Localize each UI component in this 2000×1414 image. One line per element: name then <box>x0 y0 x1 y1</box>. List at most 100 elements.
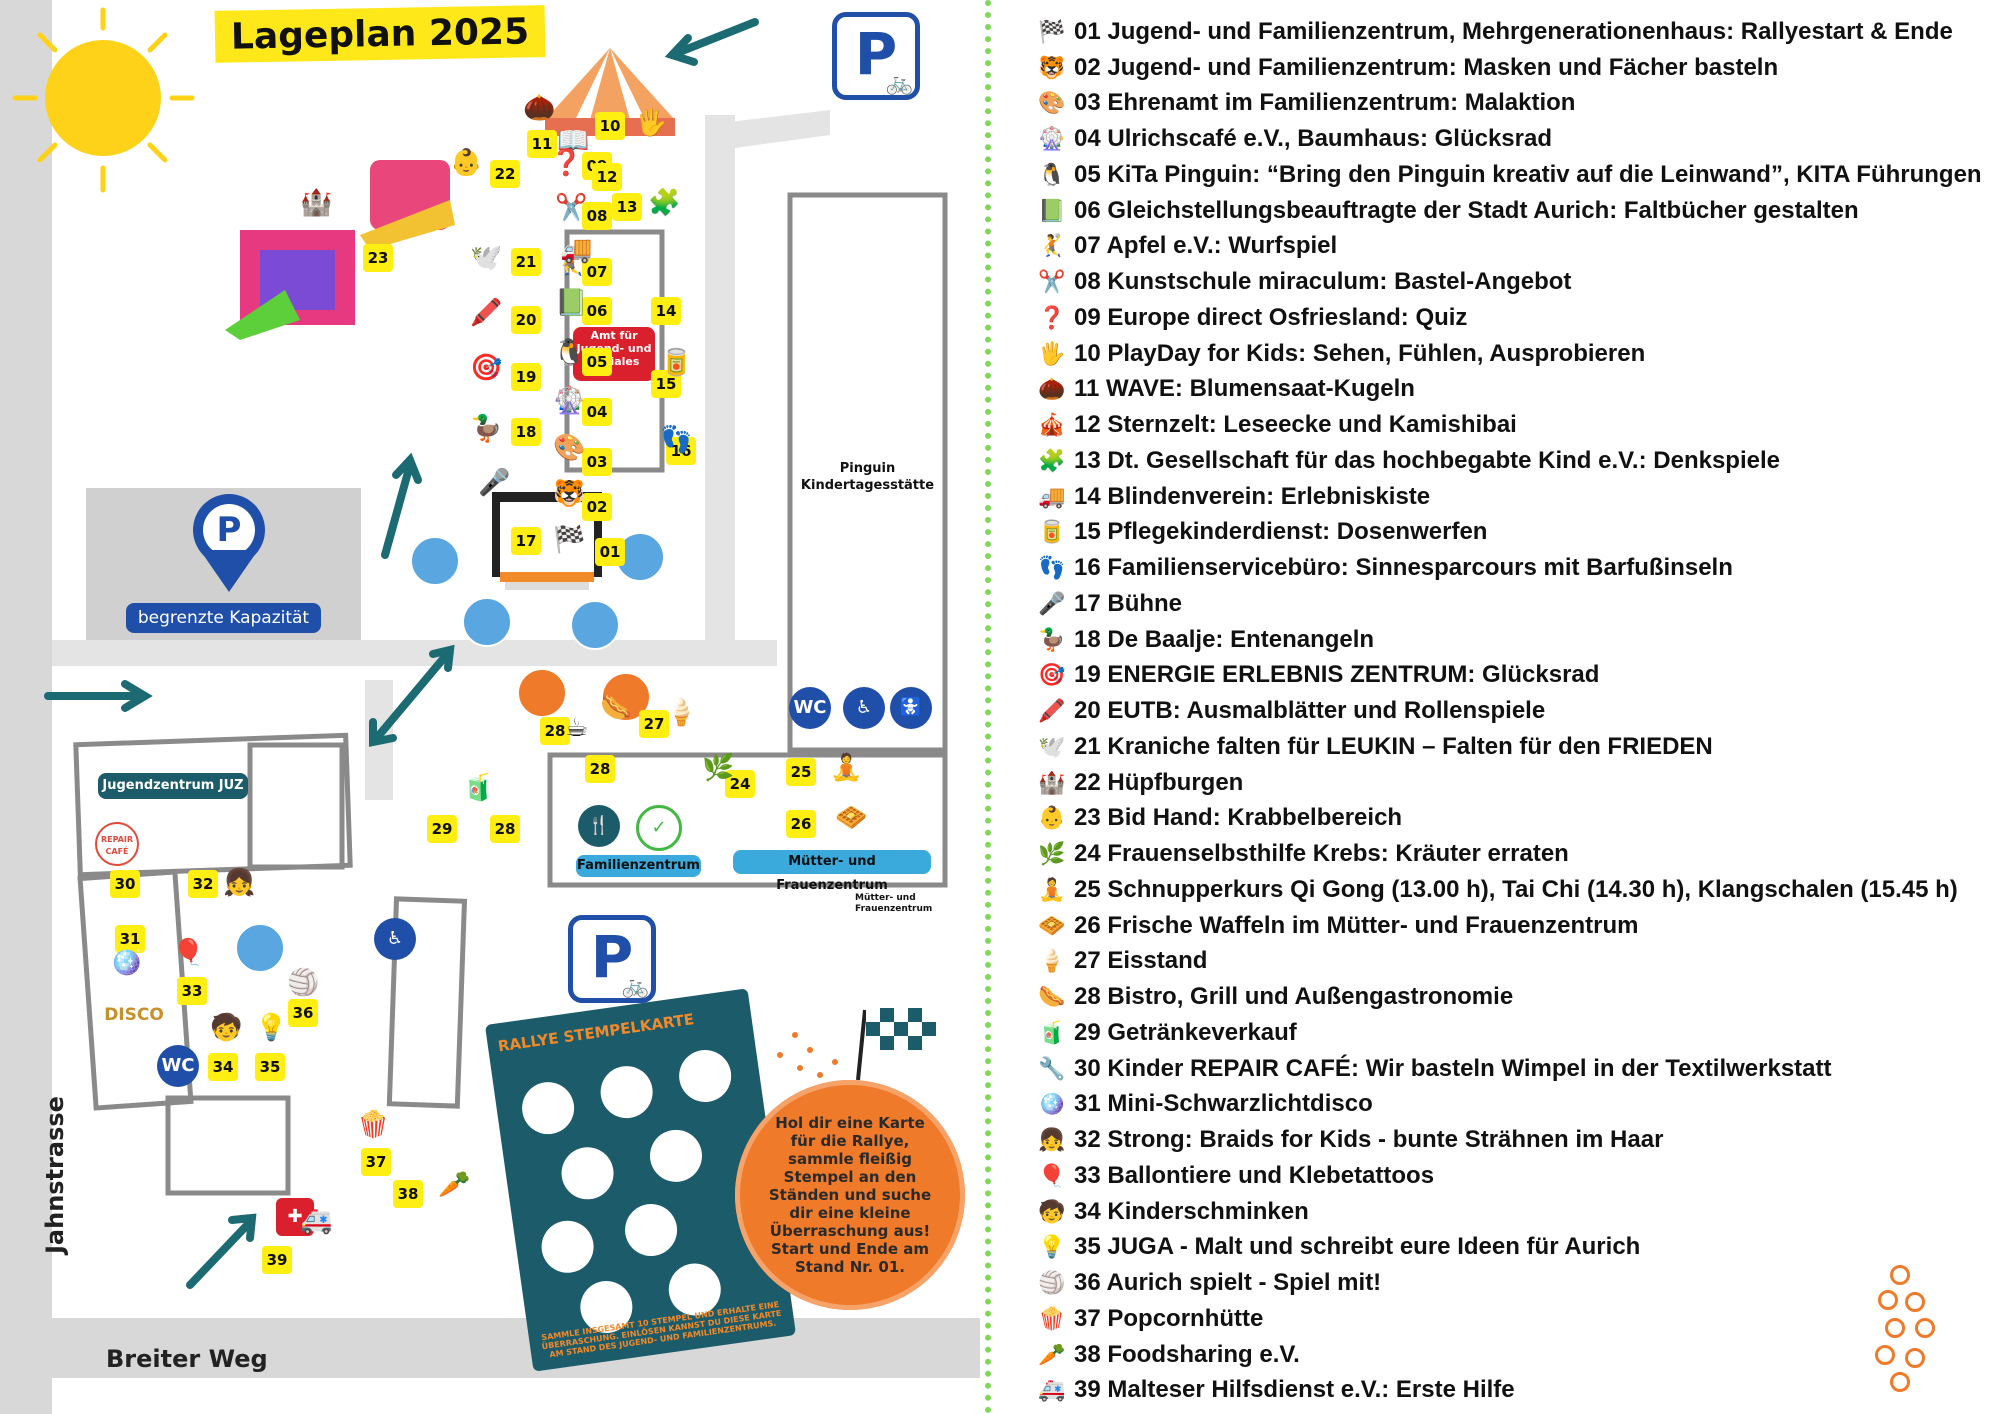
station-marker-36[interactable]: 36 <box>288 999 318 1027</box>
legend-item-33[interactable]: 🎈33 Ballontiere und Klebetattoos <box>1030 1158 1995 1194</box>
legend-item-14[interactable]: 🚚14 Blindenverein: Erlebniskiste <box>1030 479 1995 515</box>
station-marker-19[interactable]: 19 <box>511 363 541 391</box>
station-marker-33[interactable]: 33 <box>177 977 207 1005</box>
legend-item-12[interactable]: 🎪12 Sternzelt: Leseecke und Kamishibai <box>1030 407 1995 443</box>
station-marker-30[interactable]: 30 <box>110 870 140 898</box>
station-marker-38[interactable]: 38 <box>393 1180 423 1208</box>
legend-item-05[interactable]: 🐧05 KiTa Pinguin: “Bring den Pinguin kre… <box>1030 157 1995 193</box>
station-marker-15[interactable]: 15 <box>651 370 681 398</box>
legend-item-35[interactable]: 💡35 JUGA - Malt und schreibt eure Ideen … <box>1030 1230 1995 1266</box>
legend-item-07[interactable]: 🤾07 Apfel e.V.: Wurfspiel <box>1030 229 1995 265</box>
station-icon-19: 🎯 <box>470 353 503 383</box>
station-marker-35[interactable]: 35 <box>255 1053 285 1081</box>
legend-item-15[interactable]: 🥫15 Pflegekinderdienst: Dosenwerfen <box>1030 515 1995 551</box>
legend-item-06[interactable]: 📗06 Gleichstellungsbeauftragte der Stadt… <box>1030 193 1995 229</box>
station-icon-25: 🧘 <box>830 753 863 783</box>
station-icon-06: 📗 <box>555 288 588 318</box>
legend-item-21[interactable]: 🕊️21 Kraniche falten für LEUKIN – Falten… <box>1030 729 1995 765</box>
legend-icon: 🏰 <box>1038 769 1066 795</box>
legend-item-17[interactable]: 🎤17 Bühne <box>1030 586 1995 622</box>
station-marker-22[interactable]: 22 <box>490 160 520 188</box>
station-marker-28[interactable]: 28 <box>490 815 520 843</box>
station-icon-11: 🌰 <box>523 93 556 123</box>
station-marker-06[interactable]: 06 <box>582 297 612 325</box>
legend-item-18[interactable]: 🦆18 De Baalje: Entenangeln <box>1030 622 1995 658</box>
legend-item-22[interactable]: 🏰22 Hüpfburgen <box>1030 765 1995 801</box>
legend-item-27[interactable]: 🍦27 Eisstand <box>1030 944 1995 980</box>
legend-item-20[interactable]: 🖍️20 EUTB: Ausmalblätter und Rollenspiel… <box>1030 693 1995 729</box>
station-marker-01[interactable]: 01 <box>595 538 625 566</box>
station-marker-11[interactable]: 11 <box>527 130 557 158</box>
station-marker-12[interactable]: 12 <box>592 163 622 191</box>
legend-item-26[interactable]: 🧇26 Frische Waffeln im Mütter- und Fraue… <box>1030 908 1995 944</box>
check-icon: ✓ <box>636 805 682 851</box>
station-marker-18[interactable]: 18 <box>511 418 541 446</box>
legend-icon: 🥫 <box>1038 519 1066 545</box>
station-marker-28[interactable]: 28 <box>540 717 570 745</box>
parking-pin-letter: P <box>216 510 242 550</box>
station-marker-14[interactable]: 14 <box>651 297 681 325</box>
station-marker-32[interactable]: 32 <box>188 870 218 898</box>
station-marker-05[interactable]: 05 <box>582 348 612 376</box>
legend-item-08[interactable]: ✂️08 Kunstschule miraculum: Bastel-Angeb… <box>1030 264 1995 300</box>
orange-umbrellas <box>517 668 651 722</box>
legend-icon: 🥕 <box>1038 1341 1066 1367</box>
station-marker-34[interactable]: 34 <box>208 1053 238 1081</box>
station-marker-21[interactable]: 21 <box>511 248 541 276</box>
legend-item-39[interactable]: 🚑39 Malteser Hilfsdienst e.V.: Erste Hil… <box>1030 1373 1995 1409</box>
legend-item-25[interactable]: 🧘25 Schnupperkurs Qi Gong (13.00 h), Tai… <box>1030 872 1995 908</box>
legend-text: 01 Jugend- und Familienzentrum, Mehrgene… <box>1074 17 1953 45</box>
station-marker-17[interactable]: 17 <box>511 527 541 555</box>
street-jahnstrasse: Jahnstrasse <box>41 1096 69 1254</box>
station-marker-16[interactable]: 16 <box>666 437 696 465</box>
station-marker-27[interactable]: 27 <box>639 710 669 738</box>
direction-arrows <box>44 18 759 1289</box>
legend-item-11[interactable]: 🌰11 WAVE: Blumensaat-Kugeln <box>1030 372 1995 408</box>
station-marker-20[interactable]: 20 <box>511 306 541 334</box>
legend-item-23[interactable]: 👶23 Bid Hand: Krabbelbereich <box>1030 801 1995 837</box>
legend-icon: 🐯 <box>1038 54 1066 80</box>
legend-item-34[interactable]: 🧒34 Kinderschminken <box>1030 1194 1995 1230</box>
bicycle-icon: 🚲 <box>621 974 649 999</box>
station-marker-31[interactable]: 31 <box>115 925 145 953</box>
legend-item-10[interactable]: 🖐️10 PlayDay for Kids: Sehen, Fühlen, Au… <box>1030 336 1995 372</box>
legend-item-19[interactable]: 🎯19 ENERGIE ERLEBNIS ZENTRUM: Glücksrad <box>1030 658 1995 694</box>
station-icon-02: 🐯 <box>553 479 586 509</box>
station-marker-37[interactable]: 37 <box>361 1148 391 1176</box>
station-marker-03[interactable]: 03 <box>582 448 612 476</box>
station-marker-29[interactable]: 29 <box>427 815 457 843</box>
legend-item-38[interactable]: 🥕38 Foodsharing e.V. <box>1030 1337 1995 1373</box>
station-marker-25[interactable]: 25 <box>786 758 816 786</box>
legend-item-13[interactable]: 🧩13 Dt. Gesellschaft für das hochbegabte… <box>1030 443 1995 479</box>
legend-item-01[interactable]: 🏁01 Jugend- und Familienzentrum, Mehrgen… <box>1030 14 1995 50</box>
station-marker-10[interactable]: 10 <box>595 112 625 140</box>
legend-item-16[interactable]: 👣16 Familienservicebüro: Sinnesparcours … <box>1030 550 1995 586</box>
legend-item-31[interactable]: 🪩31 Mini-Schwarzlichtdisco <box>1030 1087 1995 1123</box>
legend-text: 03 Ehrenamt im Familienzentrum: Malaktio… <box>1074 89 1576 117</box>
station-icon-29: 🧃 <box>462 773 495 803</box>
station-marker-24[interactable]: 24 <box>725 770 755 798</box>
north-path <box>705 115 735 645</box>
legend-item-36[interactable]: 🏐36 Aurich spielt - Spiel mit! <box>1030 1265 1995 1301</box>
legend-item-29[interactable]: 🧃29 Getränkeverkauf <box>1030 1015 1995 1051</box>
legend-item-32[interactable]: 👧32 Strong: Braids for Kids - bunte Strä… <box>1030 1122 1995 1158</box>
station-marker-39[interactable]: 39 <box>262 1246 292 1274</box>
station-marker-07[interactable]: 07 <box>582 258 612 286</box>
station-marker-23[interactable]: 23 <box>363 244 393 272</box>
legend-item-30[interactable]: 🔧30 Kinder REPAIR CAFÉ: Wir basteln Wimp… <box>1030 1051 1995 1087</box>
station-marker-02[interactable]: 02 <box>582 493 612 521</box>
legend-item-09[interactable]: ❓09 Europe direct Osfriesland: Quiz <box>1030 300 1995 336</box>
legend-item-03[interactable]: 🎨03 Ehrenamt im Familienzentrum: Malakti… <box>1030 86 1995 122</box>
legend-item-28[interactable]: 🌭28 Bistro, Grill und Außengastronomie <box>1030 979 1995 1015</box>
legend-item-37[interactable]: 🍿37 Popcornhütte <box>1030 1301 1995 1337</box>
legend-item-02[interactable]: 🐯02 Jugend- und Familienzentrum: Masken … <box>1030 50 1995 86</box>
legend-item-24[interactable]: 🌿24 Frauenselbsthilfe Krebs: Kräuter err… <box>1030 836 1995 872</box>
sun-icon <box>12 7 195 193</box>
station-marker-28[interactable]: 28 <box>585 755 615 783</box>
legend-item-04[interactable]: 🎡04 Ulrichscafé e.V., Baumhaus: Glücksra… <box>1030 121 1995 157</box>
station-marker-08[interactable]: 08 <box>582 202 612 230</box>
station-marker-13[interactable]: 13 <box>612 193 642 221</box>
legend-icon: 📗 <box>1038 197 1066 223</box>
station-marker-04[interactable]: 04 <box>582 398 612 426</box>
station-marker-26[interactable]: 26 <box>786 810 816 838</box>
